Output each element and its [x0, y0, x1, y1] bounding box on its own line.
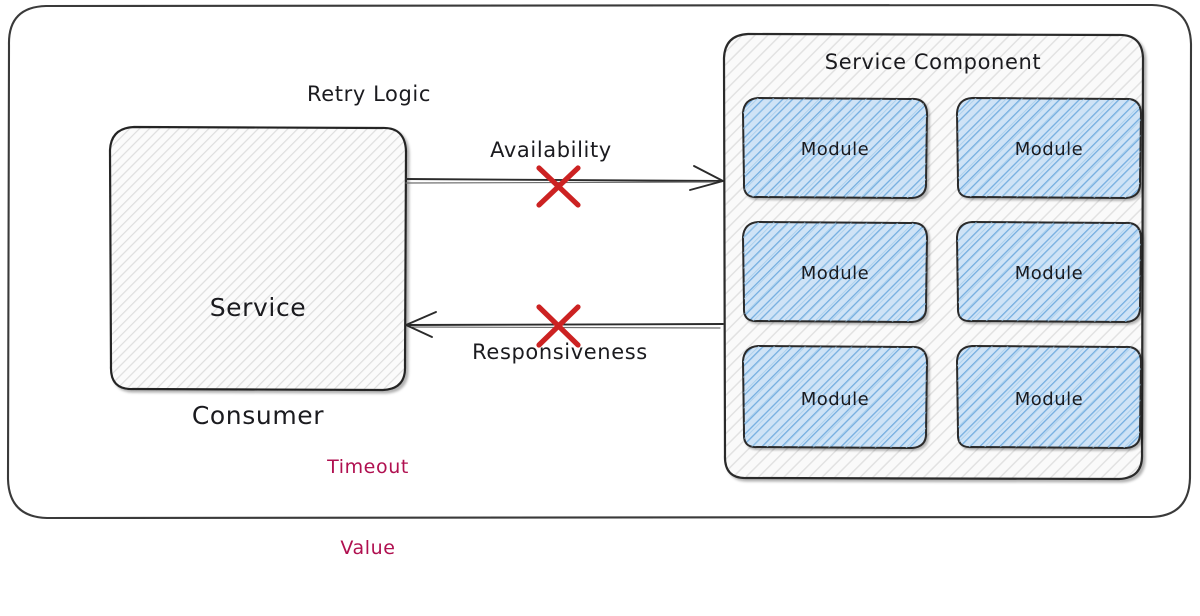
module-box[interactable]	[741, 344, 929, 450]
edge-label-responsiveness: Responsiveness	[472, 340, 648, 364]
service-consumer-label: Service Consumer	[110, 218, 406, 506]
module-box[interactable]	[741, 96, 929, 200]
service-consumer-label-line2: Consumer	[191, 401, 325, 430]
timeout-value-line1: Timeout	[327, 456, 409, 478]
service-consumer-box[interactable]	[108, 125, 408, 392]
timeout-value-line2: Value	[340, 537, 396, 559]
module-label: Module	[1014, 139, 1084, 160]
arrow-responsiveness[interactable]	[405, 311, 724, 338]
module-label: Module	[800, 263, 870, 284]
blocked-x-icon-availability	[536, 165, 581, 208]
module-label: Module	[800, 389, 870, 410]
diagram-svg	[6, 3, 1193, 520]
module-box[interactable]	[741, 220, 929, 324]
edge-label-availability: Availability	[490, 138, 612, 162]
service-component-label: Service Component	[824, 50, 1042, 74]
blocked-x-icon-responsiveness	[536, 304, 581, 348]
module-grid	[741, 96, 1143, 450]
module-label: Module	[1014, 263, 1084, 284]
module-box[interactable]	[955, 344, 1143, 450]
module-box[interactable]	[955, 96, 1143, 200]
module-box[interactable]	[955, 220, 1143, 324]
retry-logic-label: Retry Logic	[306, 82, 432, 106]
module-label: Module	[800, 139, 870, 160]
timeout-value-label: Timeout Value	[268, 400, 468, 616]
module-label: Module	[1014, 389, 1084, 410]
diagram-canvas: Retry Logic Service Consumer Availabilit…	[6, 3, 1193, 559]
service-consumer-label-line1: Service	[209, 293, 307, 322]
